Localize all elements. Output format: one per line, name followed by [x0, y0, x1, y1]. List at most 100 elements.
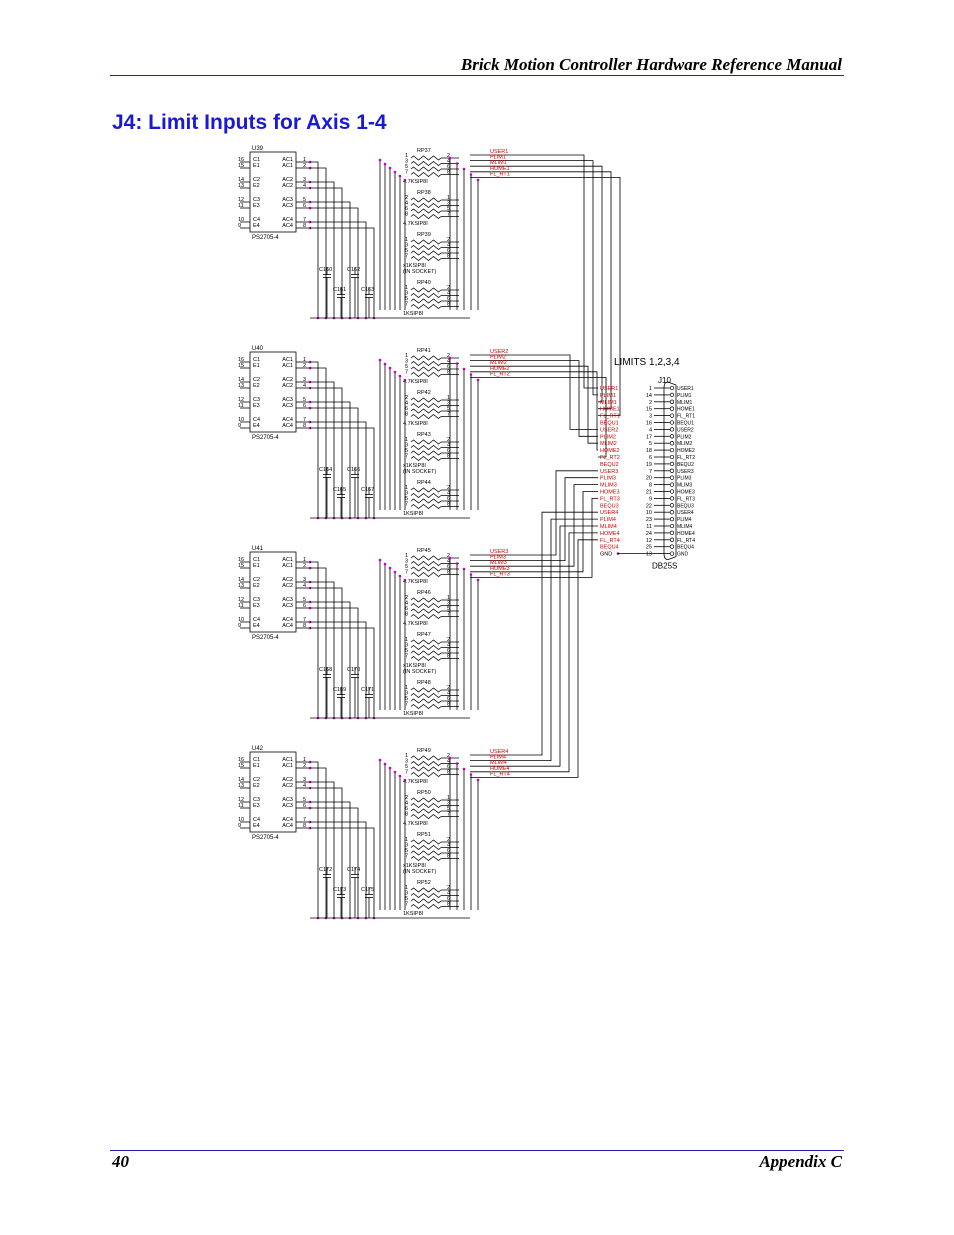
connector-pin-name: BEQU2 [677, 462, 694, 468]
resistor-pin: 5 [405, 164, 408, 170]
resistor-symbol [410, 802, 442, 809]
resistor-pack-part: 4.7KSIP8I [403, 621, 428, 627]
opto-right-name: AC2 [282, 583, 293, 589]
resistor-pin: 3 [447, 401, 450, 407]
resistor-symbol [410, 239, 442, 245]
resistor-pack-ref: RP49 [417, 748, 431, 754]
junction-dot [378, 558, 382, 562]
connector-pin-number: 22 [646, 503, 652, 509]
resistor-pin: 6 [447, 248, 450, 254]
connector-signal: FL_RT3 [600, 496, 620, 502]
connector-signal: PLIM3 [600, 476, 616, 482]
connector-pin-name: USER3 [677, 469, 694, 475]
resistor-pack-ref: RP38 [417, 190, 431, 196]
resistor-pin: 1 [405, 885, 408, 891]
opto-to-pack-wire [310, 781, 335, 918]
connector-signal: PLIM4 [600, 517, 616, 523]
resistor-pin: 1 [447, 595, 450, 601]
cap-ref: C173 [333, 887, 346, 893]
resistor-pin: 3 [405, 291, 408, 297]
connector-pin-number: 4 [649, 427, 652, 433]
resistor-pin: 1 [447, 795, 450, 801]
opto-right-pin: 1 [303, 757, 306, 763]
resistor-symbol [410, 408, 442, 414]
net-label-fl_rt4: FL_RT4 [490, 771, 510, 777]
resistor-symbol [410, 202, 442, 209]
connector-pin-name: PLIM1 [677, 393, 692, 399]
appendix-label: Appendix C [759, 1152, 842, 1171]
resistor-pin: 6 [447, 296, 450, 302]
signal-bus-home4 [470, 532, 598, 773]
resistor-pack-ref: RP47 [417, 632, 431, 638]
connector-pin-circle [669, 475, 675, 480]
resistor-pin: 3 [405, 691, 408, 697]
resistor-symbol [410, 166, 442, 172]
junction-dot [476, 378, 480, 382]
resistor-symbol [410, 498, 442, 504]
resistor-symbol [410, 898, 442, 904]
opto-right-pin: 8 [303, 623, 306, 629]
signal-bus-mlim2 [470, 365, 598, 444]
opto-left-pin: 16 [238, 557, 244, 563]
junction-dot [455, 162, 459, 165]
resistor-pin: 5 [405, 896, 408, 902]
opto-left-pin: 9 [238, 223, 241, 229]
connector-pin-number: 7 [649, 469, 652, 475]
resistor-symbol [410, 413, 442, 420]
opto-left-name: E2 [253, 383, 260, 389]
signal-bus-user1 [470, 154, 598, 389]
resistor-pack-part: 1KSIP8I [403, 911, 424, 917]
cap-ref: C163 [361, 287, 374, 293]
connector-type: DB25S [652, 562, 677, 571]
opto-right-pin: 6 [303, 603, 306, 609]
opto-right-pin: 7 [303, 817, 306, 823]
resistor-pin: 7 [405, 770, 408, 776]
resistor-pin: 1 [405, 837, 408, 843]
connector-pin-number: 24 [646, 531, 652, 537]
resistor-pin: 4 [447, 443, 450, 449]
opto-left-name: C3 [253, 597, 260, 603]
signal-bus-plim1 [470, 160, 598, 396]
resistor-pin: 7 [405, 170, 408, 176]
junction-dot [462, 767, 466, 771]
net-label-mlim4: MLIM4 [490, 760, 507, 766]
cap-ref: C172 [319, 867, 332, 873]
resistor-pin: 8 [447, 254, 450, 260]
connector-pin-circle [669, 530, 675, 536]
connector-pin-number: 16 [646, 421, 652, 427]
opto-right-pin: 2 [303, 563, 306, 569]
resistor-pin: 4 [447, 559, 450, 565]
opto-left-pin: 14 [238, 177, 244, 183]
resistor-pin: 8 [447, 170, 450, 176]
resistor-pin: 1 [405, 353, 408, 359]
connector-pin-name: MLIM1 [677, 400, 693, 406]
resistor-pin: 7 [405, 854, 408, 860]
opto-left-pin: 12 [238, 197, 244, 203]
cap-ref: C170 [347, 667, 360, 673]
opto-to-pack-wire [310, 361, 319, 518]
connector-pin-number: 19 [646, 462, 652, 468]
opto-left-name: C1 [253, 557, 260, 563]
connector-pin-circle [669, 441, 675, 446]
opto-right-name: AC4 [282, 623, 293, 629]
opto-left-pin: 16 [238, 757, 244, 763]
connector-pin-circle [669, 427, 675, 432]
connector-signal: GND [600, 552, 612, 558]
manual-title: Brick Motion Controller Hardware Referen… [460, 55, 842, 74]
opto-left-name: E3 [253, 203, 260, 209]
cap-ref: C162 [347, 267, 360, 273]
resistor-symbol [410, 492, 442, 499]
opto-right-name: AC2 [282, 183, 293, 189]
resistor-pack-part: 4.7KSIP8I [403, 779, 428, 785]
connector-signal: HOME1 [600, 407, 620, 413]
resistor-symbol [410, 397, 442, 403]
resistor-socket-note: (IN SOCKET) [403, 669, 436, 675]
resistor-pack-ref: RP41 [417, 348, 431, 354]
net-label-user1: USER1 [490, 149, 508, 155]
opto-right-name: AC3 [282, 397, 293, 403]
connector-pin-number: 6 [649, 455, 652, 461]
resistor-pin: 2 [447, 685, 450, 691]
resistor-pin: 1 [447, 195, 450, 201]
resistor-pin: 8 [447, 654, 450, 660]
junction-dot [398, 574, 402, 578]
